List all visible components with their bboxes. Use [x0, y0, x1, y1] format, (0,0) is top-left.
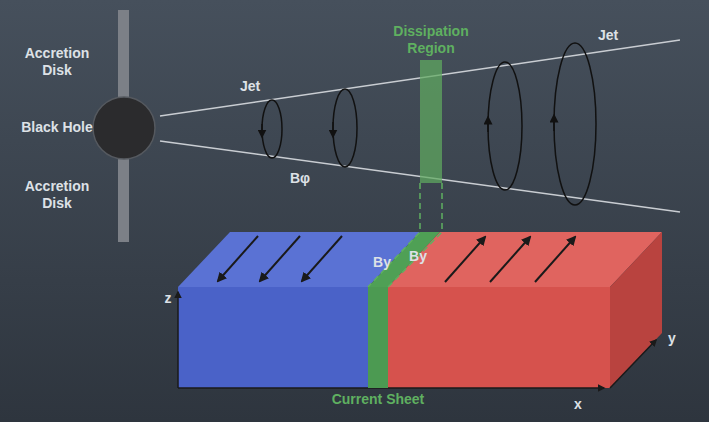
- axes: [178, 292, 656, 388]
- dashed-connector: [368, 183, 442, 287]
- black-hole-label: Black Hole: [17, 119, 97, 136]
- field-arrows: [218, 236, 575, 282]
- region-heading: Current Sheet: [308, 391, 448, 408]
- accretion-disk-label: Accretion Disk: [17, 45, 97, 79]
- current-sheet-band: Current Sheet: [368, 287, 388, 388]
- box-front-red: [388, 287, 610, 388]
- box-side-red: [610, 232, 662, 388]
- axis-label: z: [165, 290, 172, 307]
- region-heading: Dissipation Region: [386, 23, 476, 57]
- field-label: Bφ: [290, 170, 310, 187]
- field-loops: [262, 43, 596, 205]
- jet-label: Jet: [598, 27, 618, 44]
- field-label: By: [373, 254, 391, 271]
- dissipation-band: Dissipation Region: [420, 60, 442, 183]
- black-hole: [93, 97, 155, 159]
- jet-label: Jet: [240, 78, 260, 95]
- accretion-disk-label: Accretion Disk: [17, 178, 97, 212]
- box-front-blue: [178, 287, 368, 388]
- axis-label: y: [668, 330, 676, 347]
- axis-label: x: [574, 396, 582, 413]
- field-label: By: [409, 248, 427, 265]
